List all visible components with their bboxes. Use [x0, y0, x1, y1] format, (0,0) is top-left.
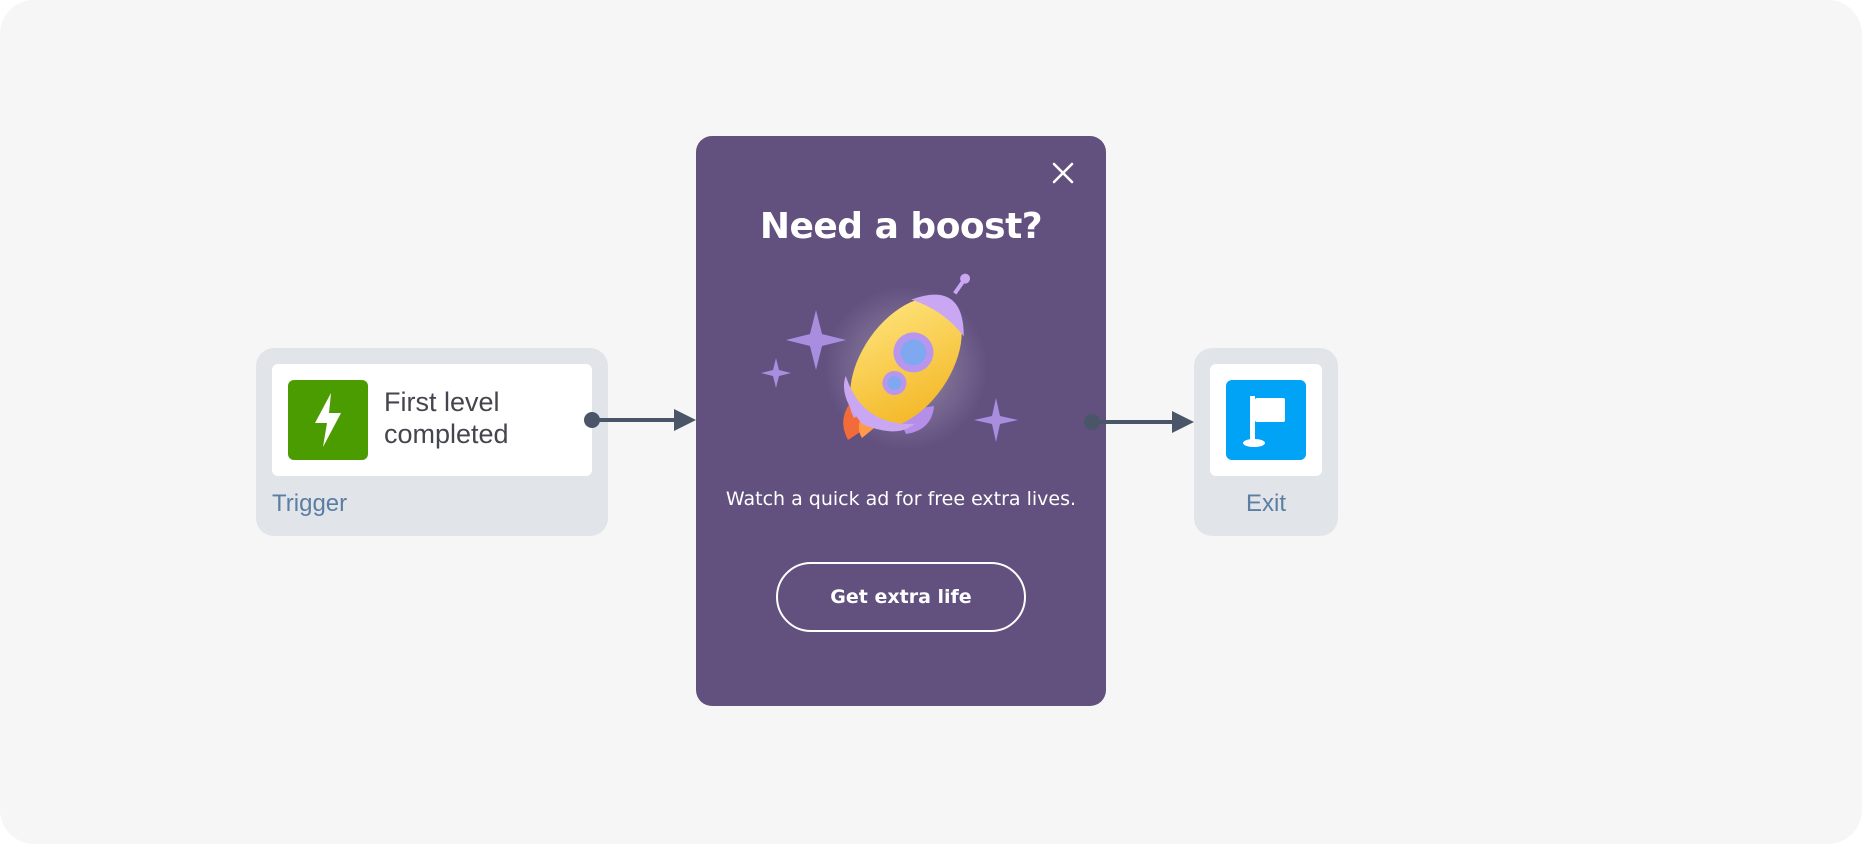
connector-trigger-to-modal — [584, 409, 696, 431]
connector-modal-to-exit — [1084, 411, 1194, 433]
trigger-title: First level completed — [384, 387, 509, 449]
modal-body-text: Watch a quick ad for free extra lives. — [725, 488, 1077, 510]
get-extra-life-button[interactable]: Get extra life — [776, 562, 1026, 632]
boost-modal: Need a boost? — [696, 136, 1106, 706]
trigger-label: Trigger — [272, 490, 348, 517]
exit-node[interactable]: Exit — [1194, 348, 1338, 536]
trigger-card[interactable]: First level completed — [272, 364, 592, 476]
close-icon[interactable] — [1048, 158, 1078, 188]
rocket-illustration — [756, 268, 1046, 458]
lightning-bolt-icon — [288, 380, 368, 460]
modal-title: Need a boost? — [759, 206, 1043, 247]
flag-icon — [1226, 380, 1306, 460]
exit-card[interactable] — [1210, 364, 1322, 476]
trigger-node[interactable]: First level completed Trigger — [256, 348, 608, 536]
sparkle-icon — [761, 310, 1018, 442]
exit-label: Exit — [1245, 490, 1286, 517]
